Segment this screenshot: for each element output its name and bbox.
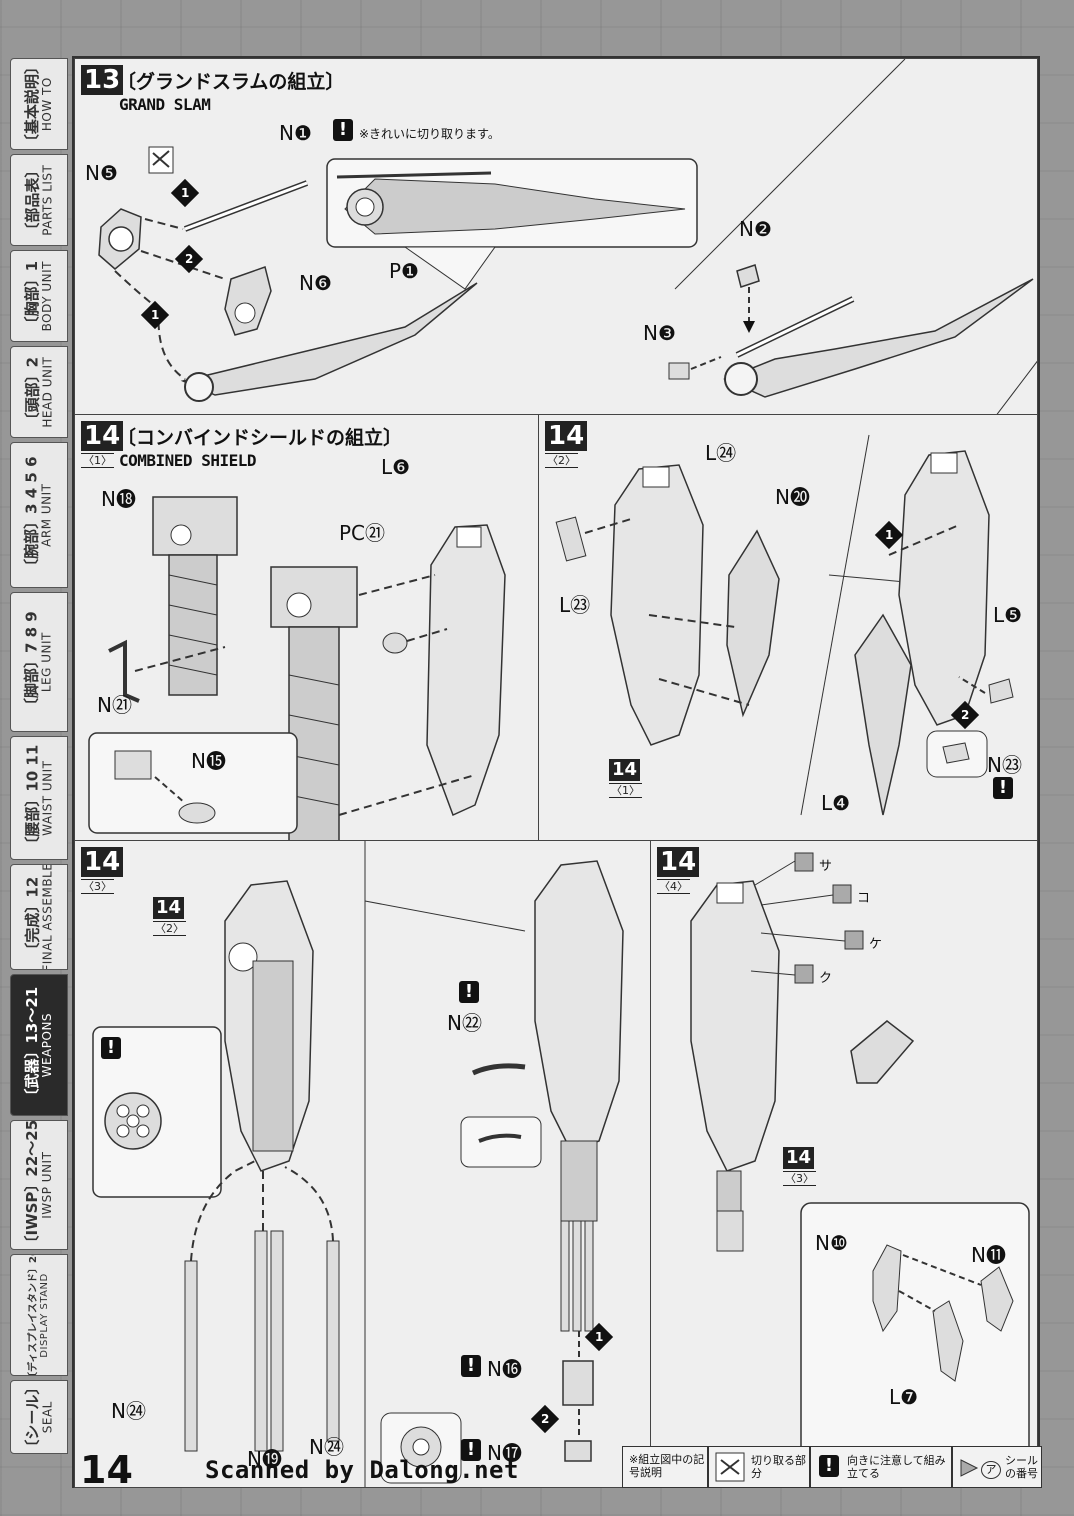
label-n15: N⓯ bbox=[191, 749, 226, 773]
ref-step-14: 14 bbox=[153, 897, 185, 919]
sticker-ko: コ bbox=[857, 891, 871, 906]
step-13-jp-title: 〔グランドスラムの組立〕 bbox=[117, 71, 345, 93]
label-n2: N❷ bbox=[739, 217, 772, 241]
seal-mark: ア bbox=[981, 1461, 1001, 1479]
shield-step3-diagram bbox=[92, 841, 624, 1487]
shield-step4-diagram bbox=[690, 852, 1030, 1484]
instruction-sheet: 13 〔グランドスラムの組立〕 GRAND SLAM N❶ ! ※きれいに切り取… bbox=[72, 56, 1040, 1488]
label-n6: N❻ bbox=[299, 271, 332, 295]
legend-seal-box: ア シールの番号 bbox=[952, 1446, 1042, 1488]
sticker-ku: ク bbox=[819, 971, 833, 986]
label-n5: N❺ bbox=[85, 161, 118, 185]
label-n22: N㉒ bbox=[447, 1011, 482, 1035]
label-n20: N⓴ bbox=[775, 485, 810, 509]
ref-step-14-sub: 〈3〉 bbox=[783, 1171, 816, 1186]
label-l6: L❻ bbox=[381, 455, 411, 479]
shield-step1-diagram bbox=[88, 496, 506, 841]
ref-step-14-sub: 〈2〉 bbox=[153, 921, 186, 936]
step-13-panel: 13 〔グランドスラムの組立〕 GRAND SLAM N❶ ! ※きれいに切り取… bbox=[74, 58, 1038, 416]
caution-icon: ! bbox=[819, 1455, 839, 1477]
grand-slam-diagram bbox=[98, 59, 1037, 415]
label-l23: L㉓ bbox=[559, 593, 591, 617]
label-l7: L❼ bbox=[889, 1385, 919, 1409]
label-n16: N⓰ bbox=[487, 1357, 522, 1381]
step-14-3-panel: 14 〈3〉 14 〈2〉 ! ! N㉒ ! N⓰ ! N⓱ N㉔ N⓳ N㉔ … bbox=[74, 840, 652, 1488]
ref-step-14: 14 bbox=[609, 759, 641, 781]
label-p1: P❶ bbox=[389, 259, 419, 283]
ref-step-14-sub: 〈1〉 bbox=[609, 783, 642, 798]
step-14-1-sub: 〈1〉 bbox=[81, 453, 114, 468]
seal-icon bbox=[960, 1459, 979, 1477]
label-n18: N⓲ bbox=[101, 487, 136, 511]
step-14-4-sub: 〈4〉 bbox=[657, 879, 690, 894]
caution-icon-inset: ! bbox=[101, 1037, 121, 1059]
label-l4: L❹ bbox=[821, 791, 851, 815]
label-n3: N❸ bbox=[643, 321, 676, 345]
cutter-icon bbox=[715, 1452, 745, 1482]
label-n11: N⓫ bbox=[971, 1243, 1006, 1267]
label-n23: N㉓ bbox=[987, 753, 1022, 777]
ref-step-14: 14 bbox=[783, 1147, 815, 1169]
step-14-1-panel: 14 〈1〉 〔コンバインドシールドの組立〕 COMBINED SHIELD N… bbox=[74, 414, 540, 842]
caution-icon-n16: ! bbox=[461, 1355, 481, 1377]
step-14-4-panel: 14 〈4〉 サ コ ケ ク 14 〈3〉 N❿ N⓫ L❼ bbox=[650, 840, 1038, 1488]
caution-icon-n23: ! bbox=[993, 777, 1013, 799]
tab-parts-list[interactable]: 〔部品表〕PARTS LIST bbox=[10, 154, 68, 246]
legend-cut-text: 切り取る部分 bbox=[751, 1454, 806, 1480]
step-14-2-sub: 〈2〉 bbox=[545, 453, 578, 468]
label-n17: N⓱ bbox=[487, 1441, 522, 1465]
scanned-credit: Scanned by Dalong.net bbox=[205, 1456, 519, 1484]
step-14-en-title: COMBINED SHIELD bbox=[119, 451, 257, 470]
tab-how-to[interactable]: 〔基本説明〕HOW TO bbox=[10, 58, 68, 150]
legend-title: ※組立図中の記号説明 bbox=[629, 1453, 705, 1479]
legend-title-box: ※組立図中の記号説明 bbox=[622, 1446, 708, 1488]
step-14-4-number: 14 bbox=[657, 847, 700, 877]
caution-icon: ! bbox=[333, 119, 353, 141]
legend-caution-text: 向きに注意して組み立てる bbox=[847, 1454, 946, 1480]
caution-icon-n17: ! bbox=[461, 1439, 481, 1461]
sticker-ke: ケ bbox=[869, 937, 883, 952]
caution-icon-n22: ! bbox=[459, 981, 479, 1003]
step-13-en-title: GRAND SLAM bbox=[119, 95, 211, 114]
legend-seal-text: シールの番号 bbox=[1005, 1454, 1038, 1480]
label-pc21: PC㉑ bbox=[339, 521, 386, 545]
step-14-3-number: 14 bbox=[81, 847, 124, 877]
step-14-jp-title: 〔コンバインドシールドの組立〕 bbox=[117, 427, 403, 449]
step-14-2-number: 14 bbox=[545, 421, 588, 451]
shield-step2-diagram bbox=[555, 434, 1014, 816]
label-n24-right: N㉔ bbox=[309, 1435, 344, 1459]
legend-caution-box: ! 向きに注意して組み立てる bbox=[810, 1446, 952, 1488]
label-l5: L❺ bbox=[993, 603, 1023, 627]
tab-seal[interactable]: 〔シール〕SEAL bbox=[10, 1380, 68, 1454]
label-n19: N⓳ bbox=[247, 1447, 282, 1471]
label-n1: N❶ bbox=[279, 121, 312, 145]
step-14-1-number: 14 bbox=[81, 421, 124, 451]
label-n24-left: N㉔ bbox=[111, 1399, 146, 1423]
page-number: 14 bbox=[80, 1448, 133, 1492]
step-13-number: 13 bbox=[81, 65, 124, 95]
step-14-3-sub: 〈3〉 bbox=[81, 879, 114, 894]
label-l24: L㉔ bbox=[705, 441, 737, 465]
label-n21: N㉑ bbox=[97, 693, 132, 717]
sticker-sa: サ bbox=[819, 859, 833, 874]
label-n10: N❿ bbox=[815, 1231, 848, 1255]
step-14-2-panel: 14 〈2〉 L㉔ N⓴ L㉓ L❺ N㉓ ! L❹ 14 〈1〉 1 2 bbox=[538, 414, 1038, 842]
legend-cut-box: 切り取る部分 bbox=[708, 1446, 810, 1488]
cut-note: ※きれいに切り取ります。 bbox=[359, 127, 500, 141]
